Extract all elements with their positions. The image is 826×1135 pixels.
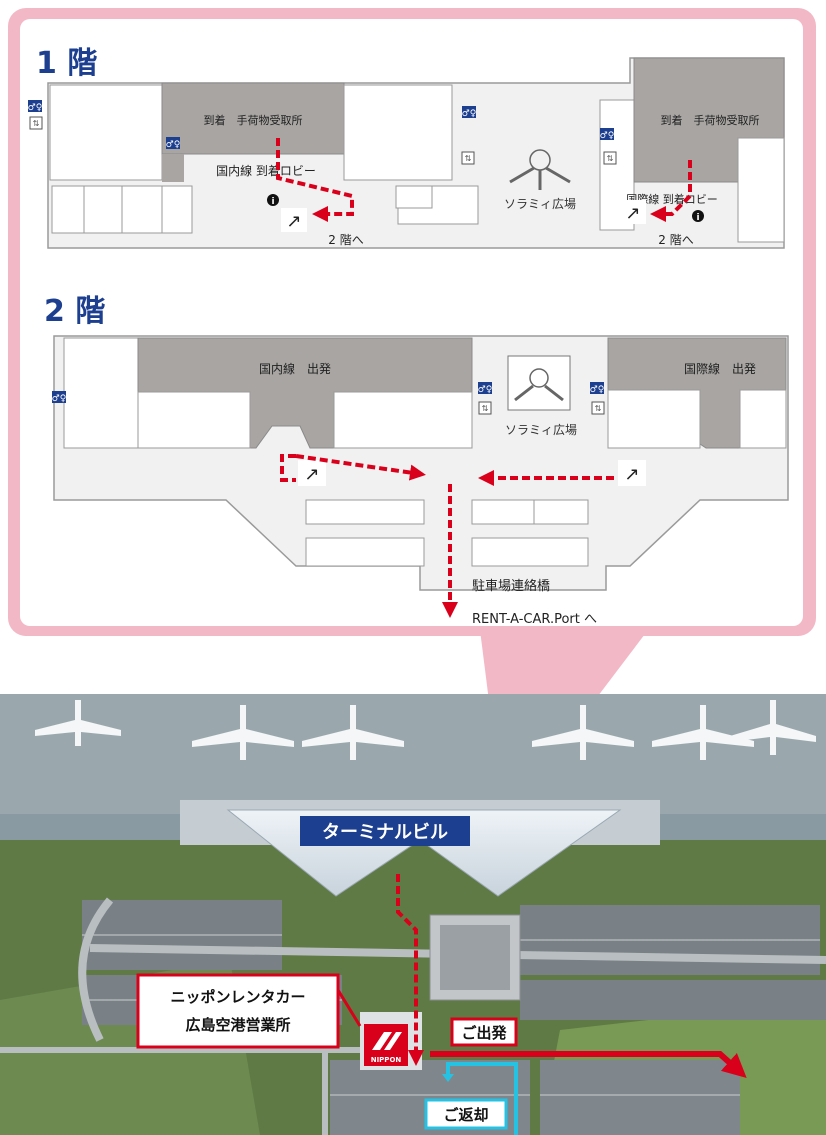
info-icon: i bbox=[692, 210, 704, 223]
restroom-icon: ♂♀ bbox=[590, 382, 605, 395]
restroom-icon: ♂♀ bbox=[462, 106, 477, 119]
svg-text:↗: ↗ bbox=[625, 203, 640, 224]
svg-text:♂♀: ♂♀ bbox=[52, 394, 67, 404]
escalator-icon: ↗ bbox=[281, 208, 307, 232]
info-icon: i bbox=[267, 194, 279, 207]
floor1-international-route bbox=[650, 160, 692, 222]
floor1-plaza-symbol bbox=[509, 149, 571, 190]
floor1-plaza-label: ソラミィ広場 bbox=[504, 197, 576, 211]
svg-text:♂♀: ♂♀ bbox=[462, 109, 477, 119]
aerial-photo bbox=[0, 694, 826, 1135]
rental-logo-text: NIPPON bbox=[371, 1056, 402, 1064]
office-callout-box bbox=[136, 973, 340, 1049]
floor2-domestic-route bbox=[295, 454, 426, 481]
domestic-departure-label: 国内線 出発 bbox=[259, 361, 331, 376]
domestic-baggage-label: 到着 手荷物受取所 bbox=[204, 113, 303, 127]
floor1-rooms bbox=[51, 185, 163, 234]
domestic-baggage-area bbox=[161, 82, 345, 155]
elevator-icon: ⇅ bbox=[29, 116, 43, 130]
floor1-center-block bbox=[343, 84, 453, 181]
floor2-plan: 2 階 ソラミィ広場 国内線 出発 国際線 出発 駐車場連絡橋 RENT-A-C… bbox=[44, 294, 789, 627]
elevator-icon: ⇅ bbox=[591, 401, 605, 415]
terminal-label: ターミナルビル bbox=[322, 822, 448, 843]
departure-label-box bbox=[450, 1017, 518, 1047]
svg-text:⇅: ⇅ bbox=[595, 404, 602, 413]
svg-text:♂♀: ♂♀ bbox=[590, 385, 605, 395]
svg-text:↗: ↗ bbox=[624, 464, 639, 485]
restroom-icon: ♂♀ bbox=[600, 128, 615, 141]
svg-text:i: i bbox=[696, 213, 699, 223]
restroom-icon: ♂♀ bbox=[28, 100, 43, 113]
rentacar-port-label: RENT-A-CAR.Port へ bbox=[472, 612, 597, 627]
departure-label: ご出発 bbox=[461, 1024, 507, 1042]
svg-text:⇅: ⇅ bbox=[465, 154, 472, 163]
elevator-icon: ⇅ bbox=[603, 151, 617, 165]
restroom-icon: ♂♀ bbox=[166, 137, 181, 150]
floor1-heading: 1 階 bbox=[36, 46, 97, 81]
floor1-plan: 1 階 ソラミィ広場 到着 手荷物受取所 国内線 到着ロビー 到着 手荷物受取所… bbox=[28, 46, 785, 249]
svg-text:♂♀: ♂♀ bbox=[166, 140, 181, 150]
floor1-east-block bbox=[737, 137, 785, 243]
aerial-overlay: ターミナルビル ニッポンレンタカー 広島空港営業所 NIPPON ご出発 ご返却 bbox=[136, 816, 747, 1135]
aircraft-row bbox=[35, 700, 816, 760]
international-lobby-label: 国際線 到着ロビー bbox=[626, 192, 718, 206]
escalator-icon: ↗ bbox=[298, 460, 326, 486]
escalator-icon: ↗ bbox=[620, 200, 646, 224]
svg-text:i: i bbox=[271, 197, 274, 207]
return-label-box bbox=[424, 1098, 508, 1130]
to-2f-right-label: 2 階へ bbox=[658, 232, 693, 247]
return-route bbox=[446, 1062, 518, 1135]
floor2-west-block bbox=[63, 337, 139, 449]
svg-text:↗: ↗ bbox=[286, 211, 301, 232]
floor2-heading: 2 階 bbox=[44, 294, 105, 329]
office-name-line1: ニッポンレンタカー bbox=[170, 988, 305, 1006]
international-departure-label: 国際線 出発 bbox=[684, 361, 756, 376]
terminal-label-box bbox=[300, 816, 470, 846]
elevator-icon: ⇅ bbox=[461, 151, 475, 165]
floor2-plaza-box bbox=[507, 355, 571, 411]
domestic-lobby-label: 国内線 到着ロビー bbox=[216, 163, 316, 178]
return-arrowhead bbox=[442, 1074, 454, 1082]
restroom-icon: ♂♀ bbox=[478, 382, 493, 395]
svg-text:⇅: ⇅ bbox=[482, 404, 489, 413]
svg-text:♂♀: ♂♀ bbox=[28, 103, 43, 113]
domestic-baggage-extension bbox=[162, 154, 184, 182]
to-2f-left-label: 2 階へ bbox=[328, 232, 363, 247]
office-name-line2: 広島空港営業所 bbox=[185, 1016, 290, 1034]
restroom-icon: ♂♀ bbox=[52, 391, 67, 404]
floor2-plaza-label: ソラミィ広場 bbox=[505, 423, 577, 437]
return-label: ご返却 bbox=[443, 1106, 488, 1124]
svg-text:↗: ↗ bbox=[304, 464, 319, 485]
svg-text:♂♀: ♂♀ bbox=[478, 385, 493, 395]
departure-route bbox=[430, 1051, 747, 1079]
floor1-west-block bbox=[49, 84, 163, 181]
office-callout-pointer bbox=[336, 989, 362, 1027]
elevator-icon: ⇅ bbox=[478, 401, 492, 415]
bridge-label: 駐車場連絡橋 bbox=[472, 578, 550, 594]
rental-logo-icon: NIPPON bbox=[364, 1024, 408, 1066]
svg-text:⇅: ⇅ bbox=[607, 154, 614, 163]
escalator-icon: ↗ bbox=[618, 460, 646, 486]
svg-text:⇅: ⇅ bbox=[33, 119, 40, 128]
svg-text:♂♀: ♂♀ bbox=[600, 131, 615, 141]
floor2-left-loop-route bbox=[280, 454, 296, 482]
aerial-walking-route bbox=[396, 874, 424, 1066]
floor1-domestic-route bbox=[276, 138, 354, 222]
international-baggage-label: 到着 手荷物受取所 bbox=[661, 113, 760, 127]
